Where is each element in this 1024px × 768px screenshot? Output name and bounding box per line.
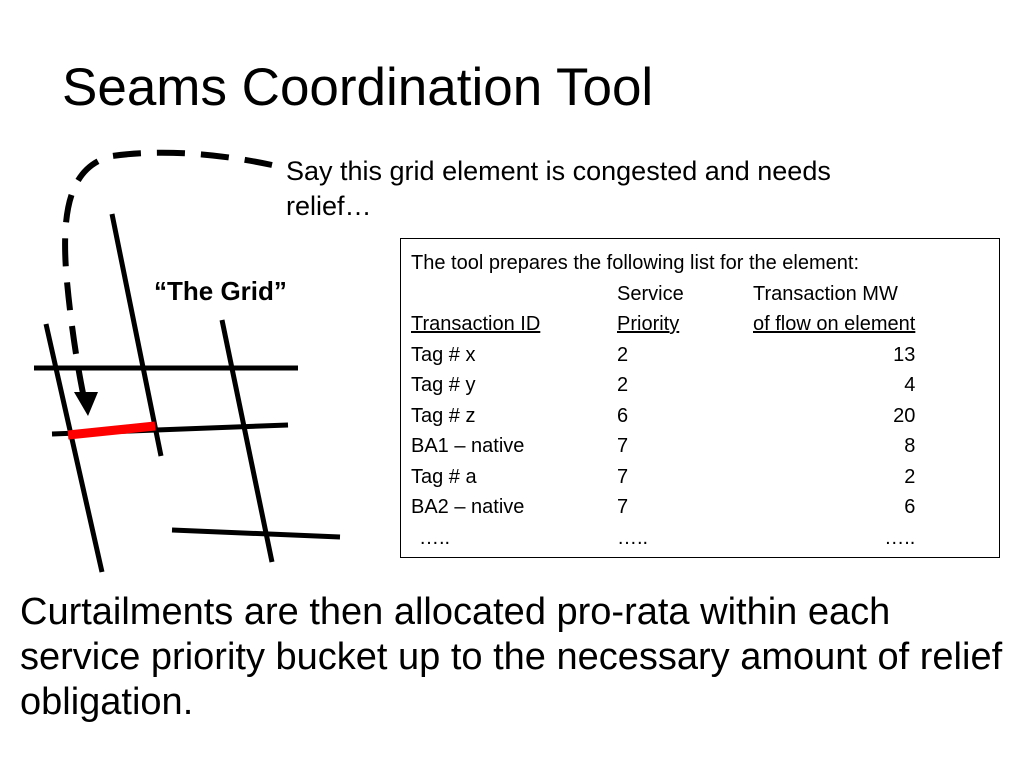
header-row-1: Service Transaction MW: [411, 279, 915, 310]
table-row: BA1 – native 7 8: [411, 431, 915, 462]
transaction-table: Service Transaction MW Transaction ID Pr…: [411, 279, 915, 554]
header-cell: Transaction MW: [753, 282, 898, 305]
transaction-mw: 20: [893, 404, 916, 427]
transaction-id: BA1 – native: [411, 435, 525, 457]
transaction-mw: 4: [904, 374, 916, 396]
service-priority: …..: [617, 526, 649, 549]
service-priority: 7: [617, 496, 629, 518]
header-row-2: Transaction ID Priority of flow on eleme…: [411, 309, 915, 340]
table-intro: The tool prepares the following list for…: [411, 252, 860, 274]
transaction-id: Tag # z: [411, 404, 476, 427]
congested-grid-element: [67, 421, 156, 440]
transaction-list-box: The tool prepares the following list for…: [400, 238, 1000, 558]
grid-label: “The Grid”: [154, 276, 287, 306]
service-priority: 2: [617, 343, 629, 366]
transaction-id: Tag # y: [411, 374, 476, 396]
arrowhead-icon: [74, 392, 98, 416]
transaction-mw: 13: [893, 343, 916, 366]
table-row: Tag # x 2 13: [411, 340, 915, 371]
column-header-transaction-id: Transaction ID: [411, 313, 541, 335]
transaction-id: …..: [419, 526, 451, 549]
transaction-mw: 6: [904, 496, 916, 518]
body-text: Curtailments are then allocated pro-rata…: [20, 591, 1003, 723]
grid-line-horizontal-3: [171, 527, 341, 540]
dashed-pointer-arrow: [62, 149, 273, 399]
transaction-mw: 8: [904, 435, 916, 457]
grid-line-diagonal-1: [109, 213, 164, 457]
transaction-id: Tag # x: [411, 343, 476, 366]
grid-line-diagonal-2: [43, 323, 105, 573]
table-row: Tag # z 6 20: [411, 401, 915, 432]
callout-text: Say this grid element is congested and n…: [286, 156, 831, 221]
table-row: ….. ….. …..: [411, 523, 915, 554]
service-priority: 7: [617, 465, 629, 488]
service-priority: 6: [617, 404, 629, 427]
table-row: BA2 – native 7 6: [411, 492, 915, 523]
table-row: Tag # y 2 4: [411, 370, 915, 401]
transaction-mw: …..: [884, 526, 916, 549]
table-row: Tag # a 7 2: [411, 462, 915, 493]
service-priority: 2: [617, 374, 629, 396]
transaction-id: BA2 – native: [411, 496, 525, 518]
service-priority: 7: [617, 435, 629, 457]
column-header-service-priority: Priority: [617, 313, 680, 335]
transaction-id: Tag # a: [411, 465, 477, 488]
grid-line-diagonal-3: [219, 319, 275, 563]
transaction-mw: 2: [904, 465, 916, 488]
column-header-transaction-mw: of flow on element: [753, 313, 916, 335]
header-cell: Service: [617, 282, 684, 305]
slide-title: Seams Coordination Tool: [62, 58, 654, 117]
header-cell: [411, 279, 617, 310]
